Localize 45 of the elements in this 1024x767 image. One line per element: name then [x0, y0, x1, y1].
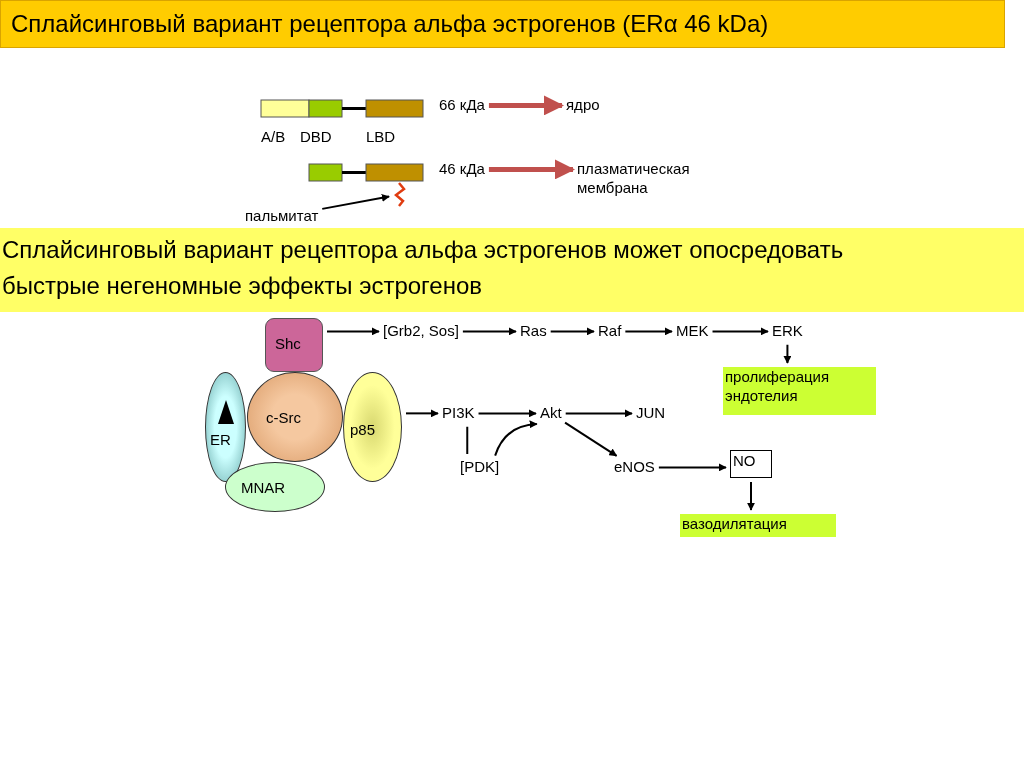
protein-label: ER: [210, 431, 231, 450]
domain-label: LBD: [366, 128, 396, 147]
pathway-label: ядро: [566, 96, 600, 115]
arrow: [549, 327, 595, 336]
effect-box: пролиферация эндотелия: [723, 367, 876, 415]
arrow: [477, 409, 537, 418]
arrow: [461, 327, 517, 336]
pathway-label: Raf: [598, 322, 622, 341]
protein-ellipse: p85: [343, 372, 402, 482]
domain-label: A/B: [261, 128, 286, 147]
pathway-label: 46 кДа: [439, 160, 485, 179]
arrow: [564, 421, 618, 457]
pathway-label: [PDK]: [460, 458, 500, 477]
pathway-label: JUN: [636, 404, 666, 423]
effect-box: вазодилятация: [680, 514, 836, 537]
protein-circle: c-Src: [247, 372, 343, 462]
arrow: [564, 409, 633, 418]
arrow: [494, 420, 538, 457]
pathway-label: Ras: [520, 322, 547, 341]
arrow: [488, 95, 564, 116]
protein-ellipse: MNAR: [225, 462, 325, 512]
pathway-label: MEK: [676, 322, 709, 341]
statement-banner: Сплайсинговый вариант рецептора альфа эстрогенов может опосредовать быстрые негеномные эффекты эстрогенов: [0, 228, 1024, 312]
arrow: [488, 159, 575, 180]
pathway-label: ERK: [772, 322, 803, 341]
pathway-label: PI3K: [442, 404, 475, 423]
pathway-label: 66 кДа: [439, 96, 485, 115]
arrow: [711, 327, 769, 336]
arrow: [657, 463, 727, 472]
pathway-label: [Grb2, Sos]: [383, 322, 459, 341]
pathway-label: плазматическая мембрана: [577, 160, 727, 198]
pathway-label: eNOS: [614, 458, 655, 477]
arrow: [624, 327, 673, 336]
pathway-label: Akt: [540, 404, 562, 423]
arrow: [326, 327, 380, 336]
pathway-label: пальмитат: [245, 207, 319, 226]
title-banner: Сплайсинговый вариант рецептора альфа эстрогенов (ERα 46 kDa): [0, 0, 1005, 48]
arrow: [321, 193, 391, 210]
molecule-box: NO: [730, 450, 772, 478]
connector-line: [466, 425, 469, 455]
protein-box: Shc: [265, 318, 323, 372]
arrow: [405, 409, 439, 418]
arrow: [747, 481, 755, 511]
domain-label: DBD: [300, 128, 332, 147]
arrow: [783, 343, 792, 364]
